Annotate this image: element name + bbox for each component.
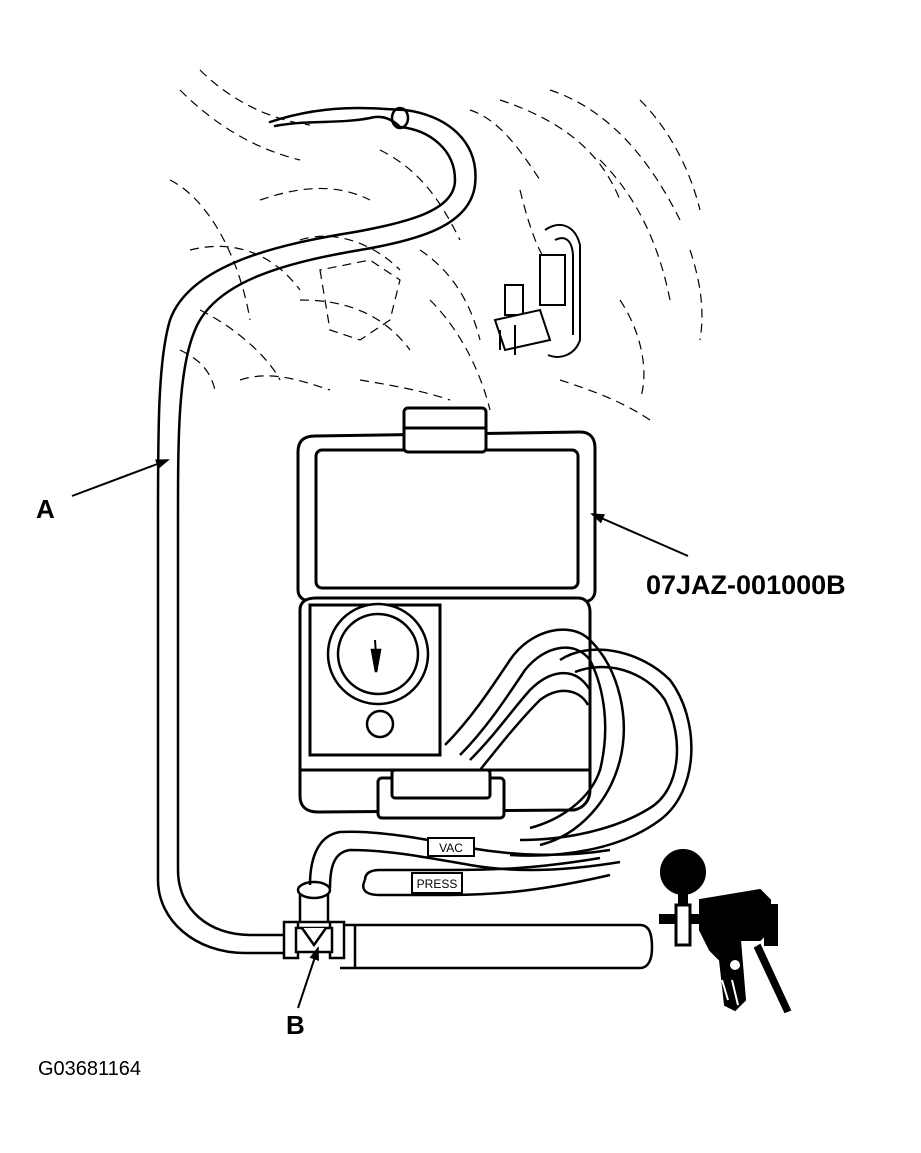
label-hose-a: A — [36, 494, 55, 524]
vac-tag: VAC — [427, 837, 475, 857]
pressure-gauge — [326, 602, 430, 739]
figure-code: G03681164 — [38, 1058, 142, 1080]
coiled-hoses — [308, 628, 693, 897]
press-tag-text: PRESS — [417, 877, 458, 891]
vac-tag-text: VAC — [439, 841, 463, 855]
arrow-a — [71, 459, 170, 497]
engine-bay-sketch — [169, 69, 703, 421]
tee-fitting-b — [282, 880, 346, 960]
engine-connector — [493, 224, 581, 358]
line-to-pump — [340, 923, 654, 970]
leader-arrows — [71, 459, 689, 1009]
arrow-part — [590, 513, 689, 557]
arrow-b — [297, 946, 319, 1009]
test-kit-case — [296, 406, 597, 820]
press-tag: PRESS — [411, 872, 463, 894]
label-tool-part-number: 07JAZ-001000B — [646, 570, 846, 600]
hand-vacuum-pump — [659, 849, 792, 1014]
label-tee-b: B — [286, 1010, 305, 1040]
hose-a — [156, 106, 477, 955]
